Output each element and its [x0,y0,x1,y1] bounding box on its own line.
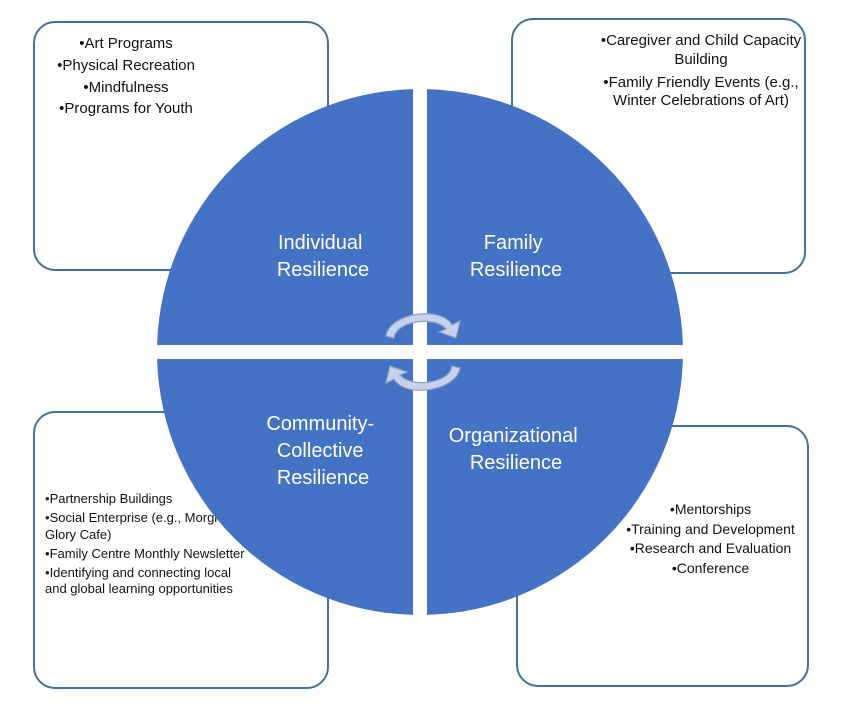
label-line: Resilience [277,259,369,281]
label-line: Resilience [277,467,369,489]
list-item: Mentorships [618,501,803,519]
label-line: Individual [278,232,363,254]
family-items-list: Caregiver and Child Capacity Building Fa… [598,32,804,115]
list-item: Social Enterprise (e.g., Morgning Glory … [45,510,255,543]
list-item: Family Friendly Events (e.g., Winter Cel… [598,74,804,112]
cycle-arrow-upper-icon [385,313,461,339]
quadrant-individual-label: Individual Resilience [277,232,369,281]
list-item: Physical Recreation [35,57,217,76]
cycle-arrow-lower-icon [385,365,461,391]
list-item: Mindfulness [35,79,217,98]
label-line: Organizational [449,425,578,447]
label-line: Collective [277,440,364,462]
quadrant-community [157,359,413,615]
quadrant-organizational [427,359,683,615]
list-item: Caregiver and Child Capacity Building [598,32,804,70]
list-item: Programs for Youth [35,100,217,119]
label-line: Family [484,232,543,254]
quadrant-community-label: Community- Collective Resilience [266,413,379,489]
label-line: Resilience [470,452,562,474]
quadrant-family-label: Family Resilience [470,232,562,281]
quadrant-organizational-label: Organizational Resilience [449,425,584,474]
list-item: Art Programs [35,35,217,54]
organizational-items-list: Mentorships Training and Development Res… [618,501,803,579]
list-item: Research and Evaluation [618,540,803,558]
list-item: Family Centre Monthly Newsletter [45,546,255,562]
community-items-list: Partnership Buildings Social Enterprise … [45,491,255,601]
quadrant-family [427,89,683,345]
list-item: Training and Development [618,521,803,539]
label-line: Community- [266,413,374,435]
list-item: Identifying and connecting local and glo… [45,565,255,598]
individual-items-list: Art Programs Physical Recreation Mindful… [35,35,217,122]
list-item: Conference [618,560,803,578]
list-item: Partnership Buildings [45,491,255,507]
label-line: Resilience [470,259,562,281]
quadrant-individual [157,89,413,345]
